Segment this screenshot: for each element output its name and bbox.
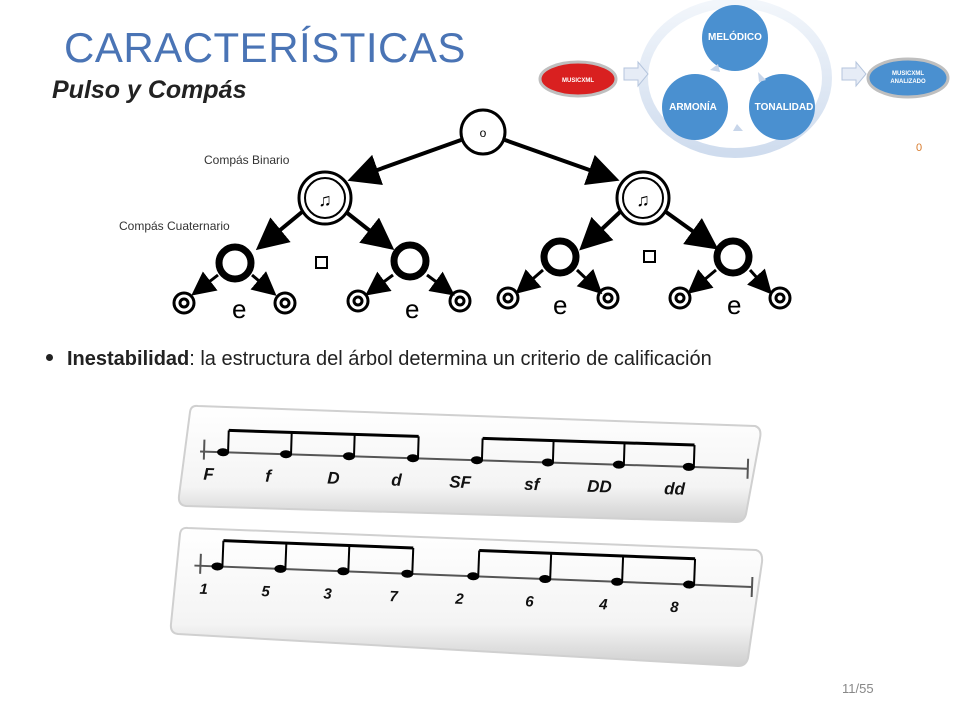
arrow-in-icon [623, 60, 649, 88]
bullet-inestabilidad: Inestabilidad: la estructura del árbol d… [46, 348, 712, 371]
staff2-label-5: 6 [525, 593, 535, 610]
svg-text:e: e [727, 290, 741, 320]
svg-text:e: e [232, 294, 246, 324]
staff2-label-0: 1 [199, 581, 208, 598]
staff1-label-0: F [203, 465, 215, 484]
svg-text:e: e [405, 294, 419, 324]
cycle-label-2: ARMONÍA [669, 100, 717, 113]
staff1-label-4: SF [449, 472, 472, 492]
staff1-label-5: sf [524, 475, 542, 495]
staff2-label-2: 3 [323, 586, 333, 603]
slide-subtitle: Pulso y Compás [52, 76, 247, 104]
cycle-arrow-icon [733, 124, 743, 131]
staff1-label-3: d [391, 471, 403, 490]
bullet-dot-icon [46, 354, 53, 362]
label-compas-cuaternario: Compás Cuaternario [119, 219, 230, 233]
bullet-term: Inestabilidad [67, 348, 190, 370]
root-node [459, 108, 507, 156]
cycle-node-tonalidad [749, 74, 815, 140]
page-number: 11/55 [842, 681, 874, 696]
half-note-glyph: ♫ [636, 190, 650, 210]
cycle-arrow-icon [758, 72, 766, 82]
label-compas-binario: Compás Binario [204, 153, 290, 167]
staff-card-numbers: 1 5 3 7 2 6 4 8 [169, 526, 764, 668]
staff2-label-7: 8 [670, 599, 680, 616]
beat-tree-diagram: o ♫ ♫ e e e e [172, 108, 792, 324]
output-node-shape [866, 57, 950, 99]
quarter-node [713, 237, 753, 277]
eighth-nodes [172, 286, 792, 315]
half-note-node-right [615, 170, 671, 226]
half-note-node-left [297, 170, 353, 226]
half-note-glyph: ♫ [318, 190, 332, 210]
cycle-node-melodico [702, 5, 768, 71]
output-node-label-1: MUSICXML [892, 71, 924, 77]
quarter-node [540, 237, 580, 277]
staff2-label-6: 4 [598, 596, 609, 613]
zero-mark: 0 [916, 142, 923, 154]
input-node-label: MUSICXML [562, 78, 594, 84]
staff1-label-7: dd [664, 479, 686, 499]
input-node-shape [538, 60, 618, 98]
staff-card-dynamics: F f D d SF sf DD dd [177, 404, 762, 524]
process-diagram: MUSICXML MUSICXML ANALIZADO MELÓDICO TON… [538, 0, 950, 158]
staff2-label-4: 2 [454, 591, 465, 608]
quarter-node [390, 241, 430, 281]
staff1-label-2: D [327, 469, 340, 488]
staff2-label-1: 5 [261, 583, 271, 600]
root-symbol: o [480, 126, 487, 140]
cycle-label-1: TONALIDAD [755, 102, 814, 113]
cycle-node-armonia [662, 74, 728, 140]
arrow-out-icon [841, 60, 867, 88]
staff1-label-1: f [265, 467, 274, 486]
checkbox-icon [315, 256, 328, 269]
slide-title: CARACTERÍSTICAS [64, 24, 466, 71]
staff2-label-3: 7 [389, 588, 399, 605]
cycle-arrow-icon [710, 64, 720, 72]
eighth-glyphs: e e e e [232, 290, 741, 324]
output-node-label-2: ANALIZADO [890, 79, 926, 85]
svg-text:e: e [553, 290, 567, 320]
staff1-label-6: DD [587, 477, 612, 497]
quarter-node [215, 243, 255, 283]
cycle-label-0: MELÓDICO [708, 30, 762, 43]
bullet-text: : la estructura del árbol determina un c… [189, 348, 712, 370]
checkbox-icon [643, 250, 656, 263]
